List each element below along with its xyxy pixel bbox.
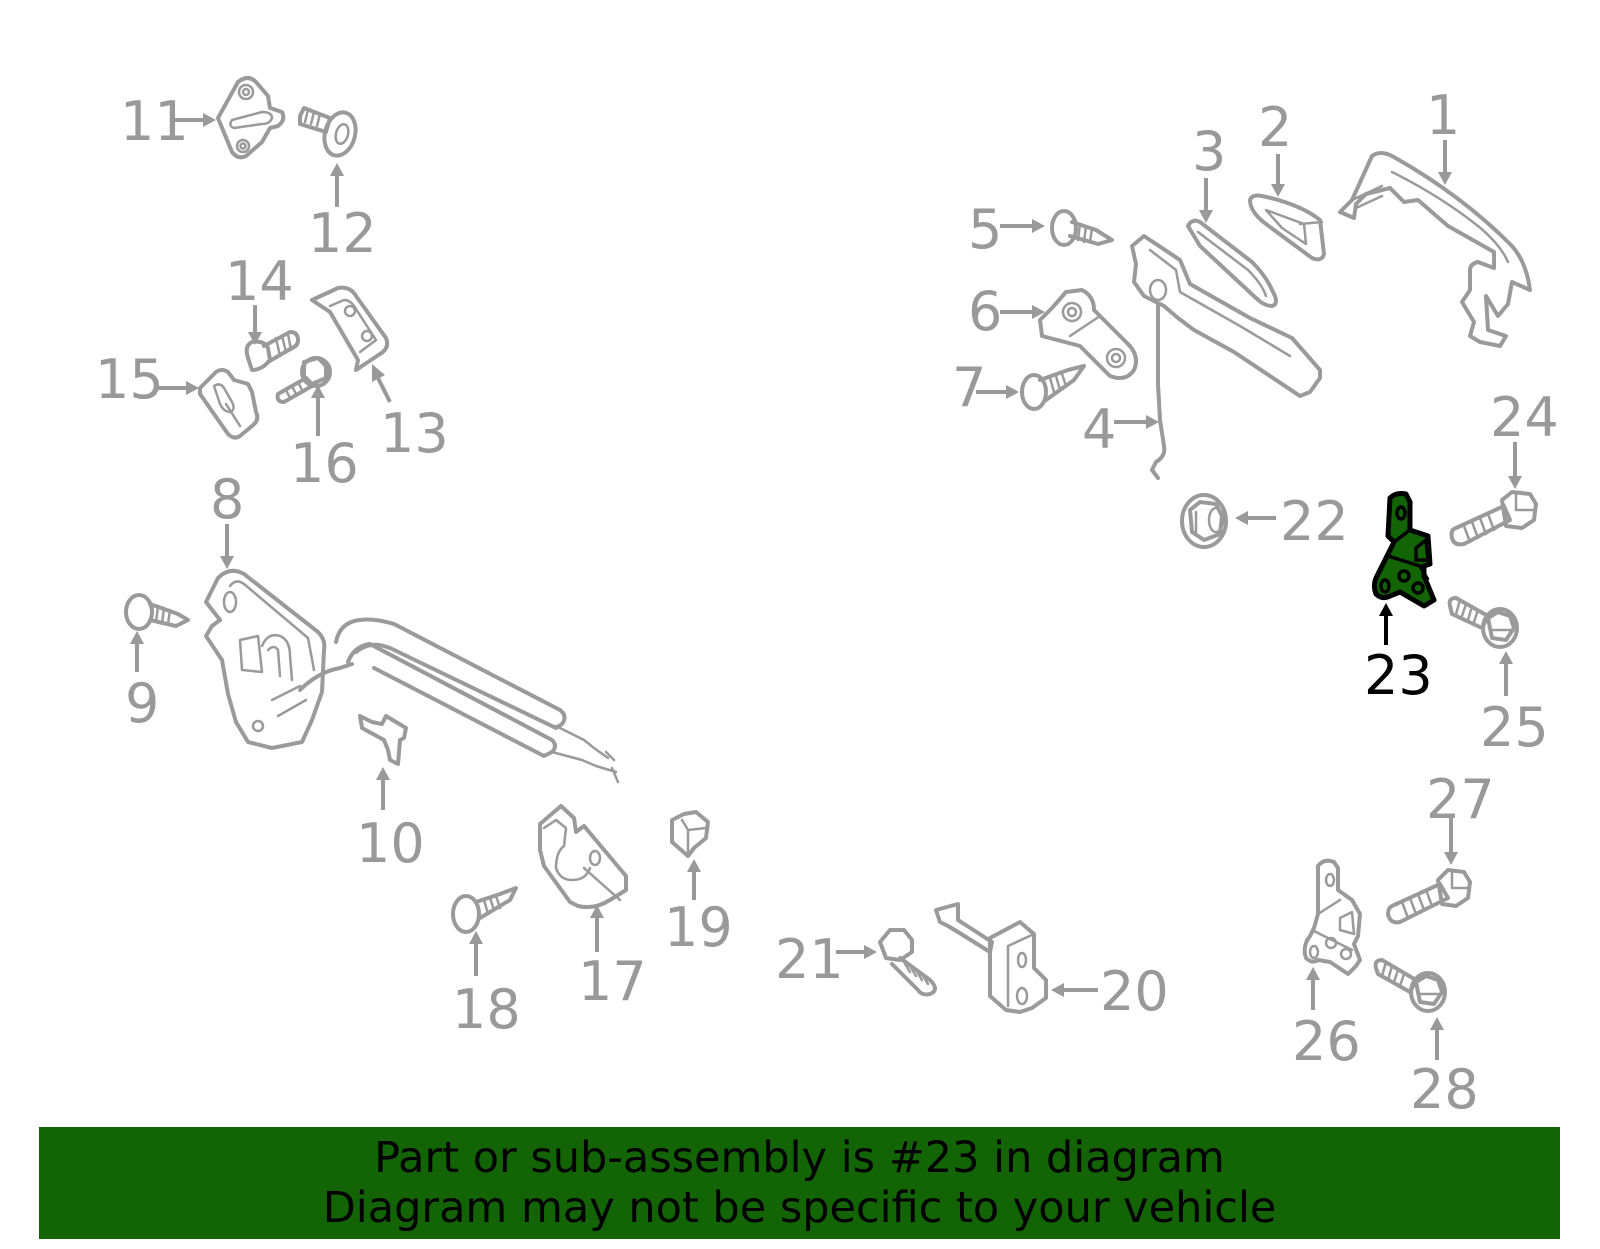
part-13-bracket[interactable] [310,285,390,372]
part-21-flange-bolt[interactable] [878,928,937,997]
part-24-bolt[interactable] [1449,490,1538,547]
callout-23[interactable]: 23 [1364,644,1433,707]
callout-9[interactable]: 9 [125,672,159,735]
callout-7[interactable]: 7 [952,356,986,419]
callout-25[interactable]: 25 [1480,696,1549,759]
callout-21[interactable]: 21 [775,928,844,991]
callout-13[interactable]: 13 [380,402,449,465]
callout-3[interactable]: 3 [1192,120,1226,183]
part-2-handle-cap[interactable] [1248,193,1326,262]
part-notice-banner: Part or sub-assembly is #23 in diagram D… [39,1127,1560,1239]
part-28-bolt[interactable] [1373,958,1447,1013]
part-25-bolt[interactable] [1447,596,1519,649]
callout-26[interactable]: 26 [1292,1010,1361,1073]
callout-16[interactable]: 16 [290,432,359,495]
callout-14[interactable]: 14 [225,250,294,313]
part-22-nut[interactable] [1180,493,1228,549]
part-18-screw[interactable] [451,886,518,934]
part-20-door-check[interactable] [934,902,1048,1014]
callout-18[interactable]: 18 [452,978,521,1041]
banner-disclaimer-text: Diagram may not be specific to your vehi… [322,1183,1277,1233]
callout-22[interactable]: 22 [1280,490,1349,553]
callout-15[interactable]: 15 [95,348,164,411]
callout-8[interactable]: 8 [210,468,244,531]
callout-12[interactable]: 12 [308,202,377,265]
part-3-gasket[interactable] [1186,218,1278,308]
callout-2[interactable]: 2 [1258,96,1292,159]
part-11-striker[interactable] [216,76,286,160]
callout-28[interactable]: 28 [1410,1058,1479,1121]
callout-4[interactable]: 4 [1082,398,1116,461]
part-12-screw[interactable] [298,106,360,159]
banner-part-number-text: Part or sub-assembly is #23 in diagram [374,1133,1225,1183]
part-27-bolt[interactable] [1386,868,1472,925]
part-15-clip[interactable] [198,368,260,440]
part-8-door-latch[interactable] [204,568,620,784]
callout-10[interactable]: 10 [356,812,425,875]
callout-17[interactable]: 17 [578,950,647,1013]
callout-27[interactable]: 27 [1426,768,1495,831]
callout-5[interactable]: 5 [968,198,1002,261]
part-16-flange-bolt[interactable] [275,356,332,404]
callout-19[interactable]: 19 [664,896,733,959]
callout-20[interactable]: 20 [1100,960,1169,1023]
callout-6[interactable]: 6 [968,280,1002,343]
part-26-door-hinge[interactable] [1302,858,1362,976]
part-9-screw[interactable] [124,593,190,631]
part-handle-frame [1130,234,1322,398]
part-7-screw[interactable] [1020,364,1086,411]
part-1-outer-handle[interactable] [1338,151,1532,348]
part-6-bellcrank[interactable] [1038,288,1138,380]
part-19-clip[interactable] [670,810,710,858]
callout-1[interactable]: 1 [1426,84,1460,147]
part-17-block[interactable] [538,804,628,910]
part-14-bolt[interactable] [244,330,300,372]
part-4-rod[interactable] [1150,302,1167,480]
part-10-clip[interactable] [358,714,408,766]
callout-24[interactable]: 24 [1490,386,1559,449]
part-23-door-hinge[interactable] [1371,491,1437,609]
part-5-screw[interactable] [1050,209,1114,247]
